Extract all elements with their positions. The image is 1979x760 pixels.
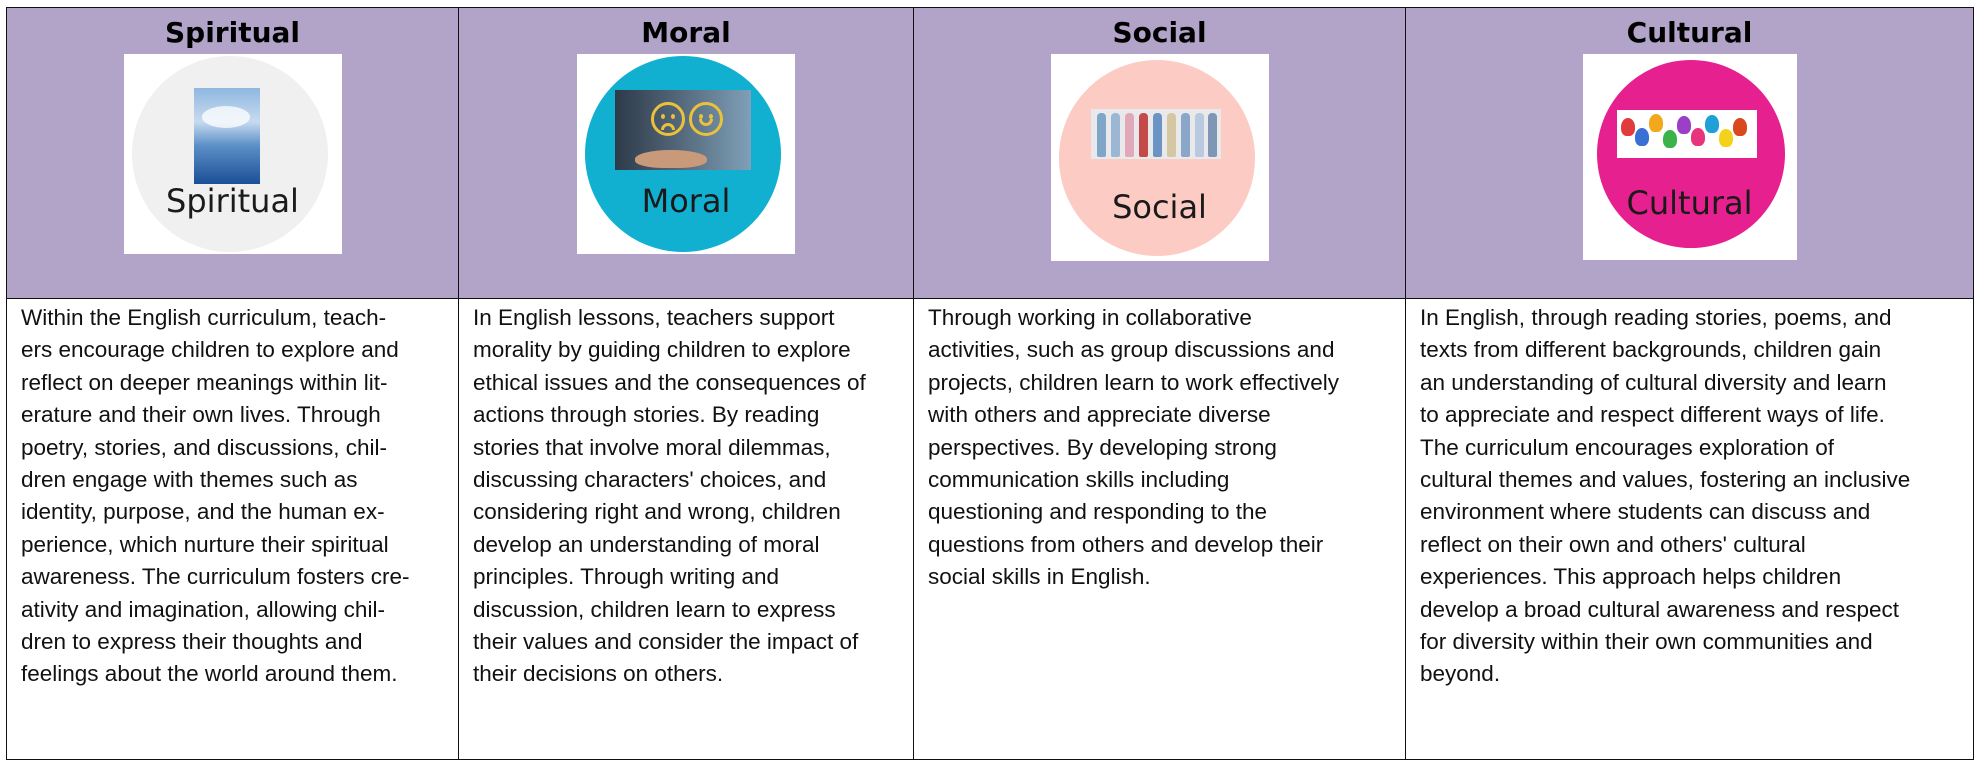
happy-face-icon xyxy=(689,102,723,136)
smsc-table-container: Spiritual Spiritual Moral xyxy=(6,7,1974,760)
header-row: Spiritual Spiritual Moral xyxy=(6,7,1974,299)
badge-label-social: Social xyxy=(1112,188,1207,226)
header-cell-moral: Moral Moral xyxy=(458,7,914,299)
header-cell-spiritual: Spiritual Spiritual xyxy=(6,7,459,299)
sky-image xyxy=(193,88,260,184)
social-description: Through working in collaborative activit… xyxy=(928,305,1340,590)
column-title-social: Social xyxy=(1112,16,1207,49)
badge-label-moral: Moral xyxy=(641,182,731,220)
spiritual-badge: Spiritual xyxy=(123,54,342,254)
spiritual-description: Within the English curriculum, teach- er… xyxy=(21,305,410,687)
content-cell-cultural: In English, through reading stories, poe… xyxy=(1405,298,1974,760)
people-photo xyxy=(1090,109,1221,159)
smsc-table: Spiritual Spiritual Moral xyxy=(6,7,1974,760)
content-cell-moral: In English lessons, teachers support mor… xyxy=(458,298,914,760)
column-title-moral: Moral xyxy=(641,16,731,49)
badge-label-cultural: Cultural xyxy=(1626,184,1753,222)
cultural-description: In English, through reading stories, poe… xyxy=(1420,305,1911,687)
header-cell-cultural: Cultural Cultural xyxy=(1405,7,1974,299)
content-row: Within the English curriculum, teach- er… xyxy=(6,298,1974,760)
content-cell-social: Through working in collaborative activit… xyxy=(913,298,1406,760)
sad-face-icon xyxy=(651,102,685,136)
hands-strip xyxy=(1616,110,1757,158)
moral-description: In English lessons, teachers support mor… xyxy=(473,305,866,687)
header-cell-social: Social Social xyxy=(913,7,1406,299)
social-badge: Social xyxy=(1050,54,1269,261)
cloud-shape xyxy=(201,106,250,128)
column-title-cultural: Cultural xyxy=(1626,16,1753,49)
content-cell-spiritual: Within the English curriculum, teach- er… xyxy=(6,298,459,760)
badge-label-spiritual: Spiritual xyxy=(166,182,299,220)
hand-shape xyxy=(635,150,707,168)
column-title-spiritual: Spiritual xyxy=(164,16,301,49)
cultural-badge: Cultural xyxy=(1582,54,1797,260)
moral-badge: Moral xyxy=(577,54,795,254)
